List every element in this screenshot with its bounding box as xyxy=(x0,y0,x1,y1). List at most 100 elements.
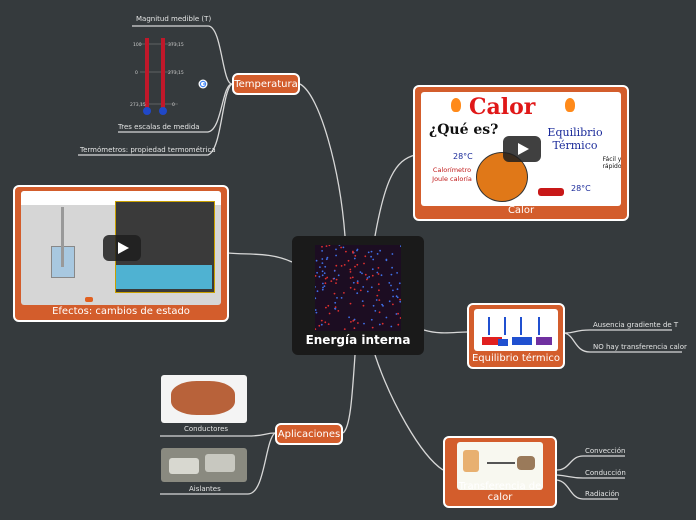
molecule-dot xyxy=(353,327,356,330)
subtopic-radiacion[interactable]: Radiación xyxy=(585,490,620,498)
insulator-icon xyxy=(205,454,235,472)
molecule-dot xyxy=(370,255,372,258)
molecule-dot xyxy=(324,277,327,280)
topic-equilibrio-label: Equilibrio térmico xyxy=(471,353,561,364)
molecule-dot xyxy=(354,254,357,257)
molecule-dot xyxy=(377,273,380,275)
subtopic-escalas[interactable]: Tres escalas de medida xyxy=(118,123,200,131)
molecule-dot xyxy=(370,250,373,253)
subtopic-no-transferencia[interactable]: NO hay transferencia calor xyxy=(593,343,687,351)
subtopic-magnitud[interactable]: Magnitud medible (T) xyxy=(136,15,212,23)
topic-equilibrio[interactable]: Equilibrio térmico xyxy=(467,303,565,369)
molecule-dot xyxy=(376,271,379,274)
molecule-dot xyxy=(318,324,321,327)
topic-transferencia-label: Transferencia de calor xyxy=(458,481,542,503)
molecule-dot xyxy=(340,265,343,267)
molecule-dot xyxy=(335,254,337,257)
molecule-dot xyxy=(356,292,359,295)
molecule-dot xyxy=(340,297,343,299)
subtopic-aislantes[interactable]: Aislantes xyxy=(189,485,221,493)
subtopic-conveccion[interactable]: Convección xyxy=(585,447,626,455)
molecule-dot xyxy=(335,264,338,267)
svg-text:0: 0 xyxy=(135,70,138,76)
molecule-dot xyxy=(335,282,337,284)
molecule-dot xyxy=(375,299,378,301)
molecule-dot xyxy=(316,290,319,293)
molecule-dot xyxy=(374,310,377,312)
molecule-dot xyxy=(333,270,336,272)
molecule-dot xyxy=(396,272,398,274)
molecule-dot xyxy=(334,306,337,308)
molecule-dot xyxy=(378,323,381,326)
molecule-dot xyxy=(370,286,373,289)
efectos-video-thumbnail[interactable] xyxy=(21,191,221,305)
molecule-dot xyxy=(390,273,393,276)
molecule-dot xyxy=(321,258,324,260)
molecule-dot xyxy=(392,295,394,298)
molecule-dot xyxy=(315,275,317,277)
molecule-dot xyxy=(378,311,381,314)
insulator-icon xyxy=(169,458,199,474)
molecule-dot xyxy=(315,328,317,330)
molecule-dot xyxy=(320,319,323,322)
molecule-dot xyxy=(335,278,338,281)
molecule-dot xyxy=(382,305,384,307)
molecule-dot xyxy=(371,268,374,271)
molecule-dot xyxy=(324,321,327,324)
calor-thumb-notes: Calorímetro Joule caloría xyxy=(432,166,472,183)
molecule-dot xyxy=(391,253,394,255)
molecule-dot xyxy=(378,299,381,301)
calor-video-thumbnail[interactable]: Calor ¿Qué es? Equilibrio Térmico 28°C C… xyxy=(421,92,621,206)
molecule-dot xyxy=(370,318,373,321)
topic-efectos[interactable]: Efectos: cambios de estado xyxy=(13,185,229,322)
thermometer-scales-image: 100 373,15 0 273,15 273,15 0 xyxy=(130,38,184,115)
central-topic[interactable]: Energía interna xyxy=(292,236,424,355)
molecule-dot xyxy=(361,300,364,302)
play-button[interactable] xyxy=(103,235,141,261)
molecule-dot xyxy=(337,274,340,277)
fire-icon xyxy=(451,98,461,112)
molecule-dot xyxy=(377,267,380,269)
molecule-dot xyxy=(353,288,356,291)
topic-aplicaciones[interactable]: Aplicaciones xyxy=(275,423,343,445)
topic-transferencia[interactable]: Transferencia de calor xyxy=(443,436,557,508)
topic-temperatura-label: Temperatura xyxy=(234,78,298,90)
block-icon xyxy=(498,339,508,346)
thermometer-icon xyxy=(488,317,490,335)
subtopic-conductores[interactable]: Conductores xyxy=(184,425,229,433)
molecule-dot xyxy=(338,245,341,246)
molecule-dot xyxy=(381,322,384,325)
molecule-dot xyxy=(396,296,399,299)
molecule-dot xyxy=(352,320,355,322)
molecule-dot xyxy=(376,253,379,255)
molecule-dot xyxy=(388,300,391,303)
calor-thumb-temp2: 28°C xyxy=(571,184,591,193)
play-button[interactable] xyxy=(503,136,541,162)
molecule-dot xyxy=(321,270,324,273)
topic-temperatura[interactable]: Temperatura xyxy=(232,73,300,95)
molecule-dot xyxy=(334,301,337,304)
equilibrio-image xyxy=(474,309,558,351)
thermometer-icon xyxy=(538,317,540,335)
molecule-dot xyxy=(368,276,371,278)
molecule-dot xyxy=(356,280,359,282)
molecule-dot xyxy=(400,245,401,248)
race-car-icon xyxy=(538,188,564,196)
subtopic-termometros[interactable]: Termómetros: propiedad termométrica xyxy=(80,146,216,154)
fire-icon xyxy=(565,98,575,112)
molecule-dot xyxy=(325,306,327,309)
flame-icon xyxy=(463,450,479,472)
molecule-dot xyxy=(328,245,331,247)
molecule-dot xyxy=(352,281,355,284)
molecule-dot xyxy=(380,274,383,277)
conductores-image xyxy=(161,375,247,423)
subtopic-ausencia[interactable]: Ausencia gradiente de T xyxy=(593,321,679,329)
molecule-dot xyxy=(371,274,374,277)
topic-calor[interactable]: Calor ¿Qué es? Equilibrio Térmico 28°C C… xyxy=(413,85,629,221)
molecule-dot xyxy=(397,323,400,326)
molecule-dot xyxy=(343,292,345,294)
molecule-dot xyxy=(385,259,388,262)
molecule-dot xyxy=(327,304,330,307)
subtopic-conduccion[interactable]: Conducción xyxy=(585,469,626,477)
